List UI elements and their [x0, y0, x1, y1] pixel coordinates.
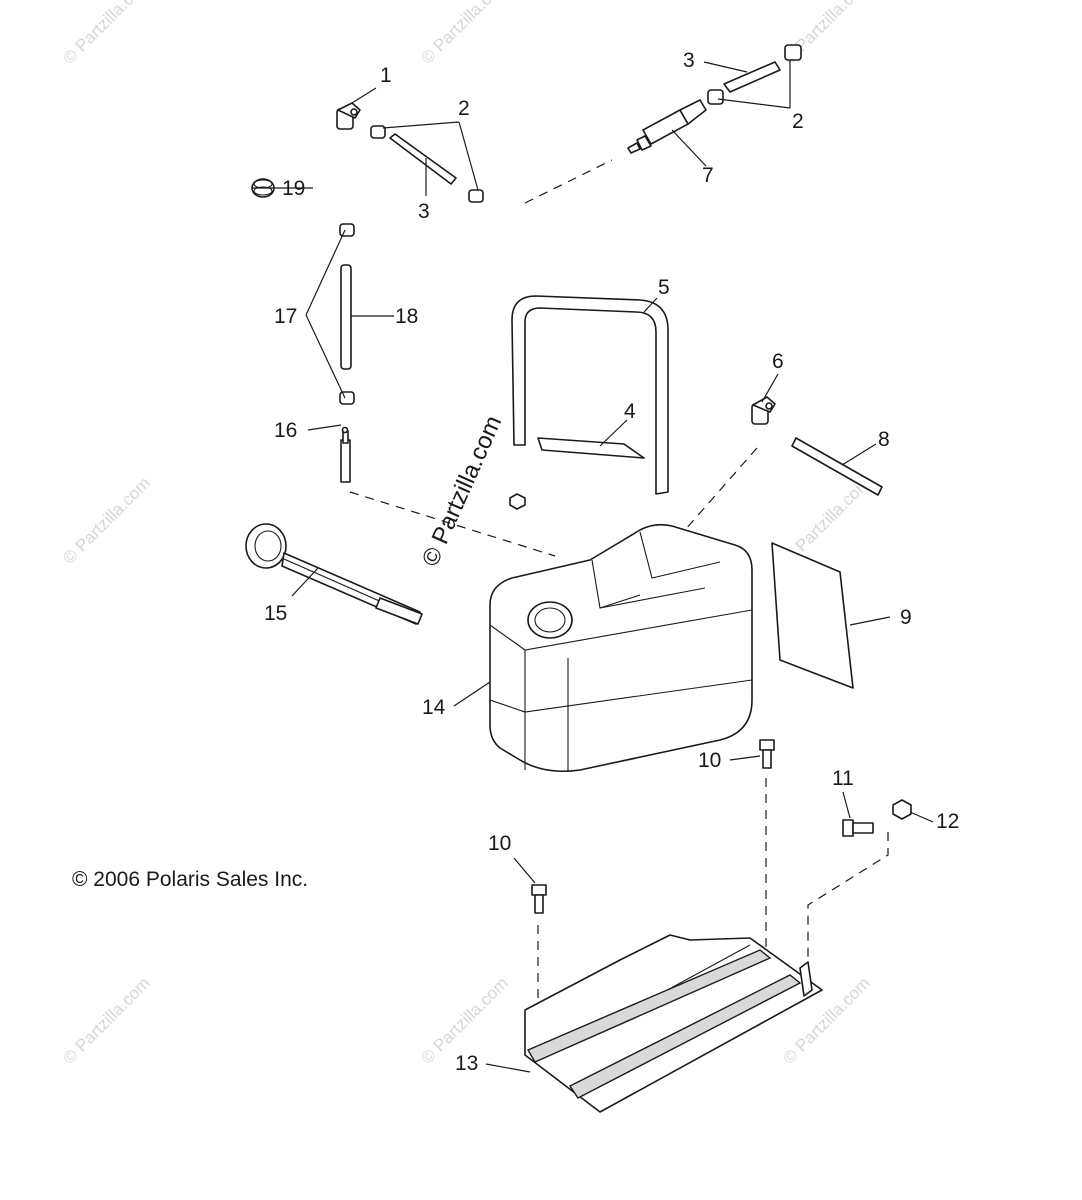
- callout-6: 6: [772, 350, 784, 373]
- part-1-vent-valve: [336, 102, 361, 130]
- part-9-heat-shield-pad: [771, 542, 854, 689]
- callout-3-right: 3: [683, 49, 695, 72]
- leader-lines: [252, 60, 934, 1073]
- part-13-skid-plate: [524, 934, 823, 1113]
- part-7-fuel-filter: [627, 99, 707, 154]
- callouts: 1 2 3 3 2 7 19 5 17 18 6 4 8 16 15 9 14 …: [264, 49, 959, 1075]
- callout-13: 13: [455, 1052, 478, 1075]
- callout-3-left: 3: [418, 200, 430, 223]
- strap-nut: [509, 493, 526, 510]
- watermark-mid-left: © Partzilla.com: [59, 473, 153, 567]
- watermark-main: © Partzilla.com: [417, 412, 507, 571]
- part-3-hoses: [389, 61, 781, 185]
- callout-17: 17: [274, 305, 297, 328]
- part-6-vent-valve: [751, 396, 776, 425]
- part-12-nut: [892, 799, 912, 820]
- callout-5: 5: [658, 276, 670, 299]
- callout-11: 11: [832, 767, 854, 790]
- callout-16: 16: [274, 419, 297, 442]
- callout-8: 8: [878, 428, 890, 451]
- callout-10-left: 10: [488, 832, 511, 855]
- part-11-bolt: [842, 819, 874, 837]
- part-4-pad: [537, 437, 645, 459]
- assembly-dashed-lines: [349, 159, 889, 1015]
- part-14-fuel-tank: [489, 523, 753, 773]
- part-10-bolts: [531, 739, 775, 914]
- callout-1: 1: [380, 64, 392, 87]
- callout-4: 4: [624, 400, 636, 423]
- part-16-fitting: [340, 426, 351, 483]
- watermark-top-center: © Partzilla.com: [417, 0, 511, 68]
- part-2-clamps: [370, 44, 802, 203]
- callout-12: 12: [936, 810, 959, 833]
- callout-2-left: 2: [458, 97, 470, 120]
- callout-9: 9: [900, 606, 912, 629]
- callout-19: 19: [282, 177, 305, 200]
- copyright-notice: © 2006 Polaris Sales Inc.: [72, 868, 308, 891]
- callout-7: 7: [702, 164, 714, 187]
- callout-10-right: 10: [698, 749, 721, 772]
- watermark-top-left: © Partzilla.com: [59, 0, 153, 68]
- part-8-hose: [791, 437, 883, 496]
- callout-18: 18: [395, 305, 418, 328]
- callout-2-right: 2: [792, 110, 804, 133]
- watermark-bottom-left: © Partzilla.com: [59, 973, 153, 1067]
- callout-15: 15: [264, 602, 287, 625]
- watermarks: © Partzilla.com © Partzilla.com © Partzi…: [59, 0, 873, 1068]
- part-5-tank-strap: [511, 295, 669, 495]
- callout-14: 14: [422, 696, 446, 719]
- part-18-hose: [340, 264, 352, 370]
- part-15-fuel-cap-sender: [245, 523, 423, 625]
